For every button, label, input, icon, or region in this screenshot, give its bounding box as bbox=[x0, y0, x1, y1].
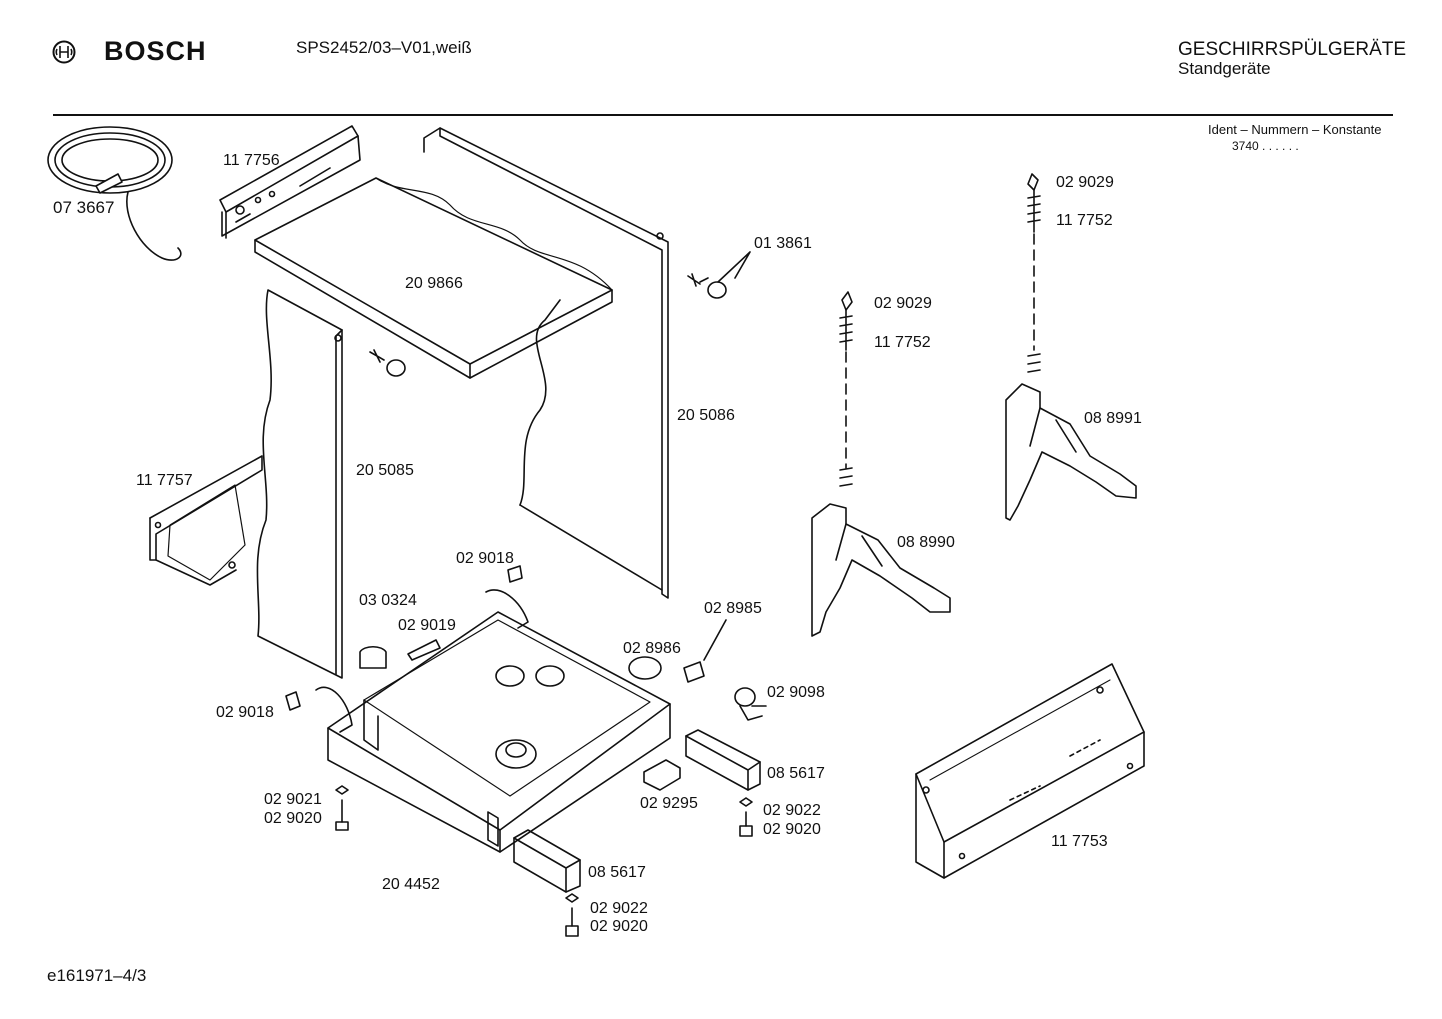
part-label: 08 8991 bbox=[1084, 410, 1142, 427]
part-label: 20 4452 bbox=[382, 876, 440, 893]
part-label: 11 7752 bbox=[1056, 212, 1113, 229]
connector-part bbox=[643, 759, 681, 791]
top-rail-part bbox=[219, 125, 361, 239]
part-label: 02 9295 bbox=[640, 795, 698, 812]
switch-part bbox=[683, 619, 727, 683]
part-label: 08 8990 bbox=[897, 534, 955, 551]
appliance-category: GESCHIRRSPÜLGERÄTE bbox=[1178, 39, 1407, 60]
power-cord-part bbox=[47, 126, 182, 261]
part-label: 02 9098 bbox=[767, 684, 825, 701]
brand-name: BOSCH bbox=[104, 36, 207, 66]
part-label: 02 9020 bbox=[590, 918, 648, 935]
base-frame-part bbox=[315, 589, 671, 853]
part-label: 02 9019 bbox=[398, 617, 456, 634]
part-label: 11 7752 bbox=[874, 334, 931, 351]
front-toe-panel-part bbox=[915, 663, 1145, 879]
part-label: 11 7756 bbox=[223, 152, 280, 169]
right-hinge-assembly-part bbox=[1005, 173, 1137, 521]
part-label: 03 0324 bbox=[359, 592, 417, 609]
part-label: 20 5085 bbox=[356, 462, 414, 479]
part-label: 11 7757 bbox=[136, 472, 193, 489]
foot-right-part bbox=[685, 729, 761, 791]
part-label: 02 8985 bbox=[704, 600, 762, 617]
bosch-logo-icon bbox=[52, 40, 76, 64]
ident-title: Ident – Nummern – Konstante bbox=[1208, 122, 1382, 137]
right-side-panel-part bbox=[423, 127, 669, 599]
part-label: 02 9018 bbox=[216, 704, 274, 721]
part-label: 02 8986 bbox=[623, 640, 681, 657]
left-hinge-assembly-part bbox=[811, 291, 951, 637]
left-side-panel-part bbox=[256, 289, 343, 679]
part-label: 02 9029 bbox=[1056, 174, 1114, 191]
part-label: 08 5617 bbox=[767, 765, 825, 782]
part-label: 11 7753 bbox=[1051, 833, 1108, 850]
part-label: 02 9029 bbox=[874, 295, 932, 312]
part-label: 02 9022 bbox=[763, 802, 821, 819]
ident-value: 3740 . . . . . . bbox=[1232, 139, 1299, 153]
capacitor-part bbox=[734, 687, 767, 721]
foot-bottom-part bbox=[513, 829, 581, 893]
model-number: SPS2452/03–V01,weiß bbox=[296, 38, 472, 57]
part-label: 20 9866 bbox=[405, 275, 463, 292]
small-clips-part bbox=[285, 565, 523, 711]
top-panel-part bbox=[254, 177, 613, 379]
part-label: 02 9020 bbox=[264, 810, 322, 827]
part-label: 08 5617 bbox=[588, 864, 646, 881]
part-label: 02 9021 bbox=[264, 791, 322, 808]
part-label: 02 9018 bbox=[456, 550, 514, 567]
leveling-feet-part bbox=[335, 785, 753, 937]
part-label: 02 9022 bbox=[590, 900, 648, 917]
cap-part bbox=[628, 656, 662, 680]
kick-bracket-part bbox=[149, 455, 263, 586]
appliance-subcategory: Standgeräte bbox=[1178, 59, 1271, 78]
part-label: 01 3861 bbox=[754, 235, 812, 252]
part-label: 02 9020 bbox=[763, 821, 821, 838]
screw-set-part bbox=[369, 251, 751, 377]
part-label: 07 3667 bbox=[53, 198, 115, 217]
drawing-code: e161971–4/3 bbox=[47, 966, 147, 985]
header-divider bbox=[53, 114, 1393, 116]
part-label: 20 5086 bbox=[677, 407, 735, 424]
